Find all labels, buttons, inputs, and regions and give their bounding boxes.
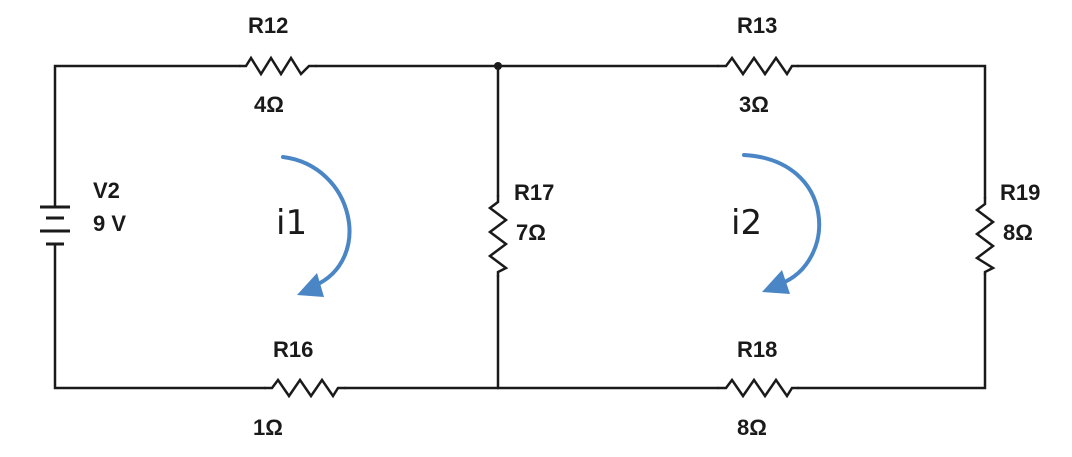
loop-arrow-i2-head <box>762 270 790 294</box>
resistor-r16 <box>263 377 347 399</box>
r18-value-label: 8Ω <box>737 415 767 440</box>
wire-top-left <box>53 64 501 209</box>
v2-name-label: V2 <box>93 178 120 203</box>
wire-bottom-left <box>53 242 500 390</box>
r13-name-label: R13 <box>737 13 777 38</box>
r18-name-label: R18 <box>737 337 777 362</box>
loop-arrow-i1 <box>281 155 352 297</box>
r13-value-label: 3Ω <box>739 92 769 117</box>
resistor-r17 <box>487 194 509 278</box>
junction-node <box>494 62 502 70</box>
loop-arrow-i1-head <box>297 273 324 297</box>
resistor-r13 <box>716 55 800 77</box>
wire-top-right <box>496 64 987 200</box>
wires <box>53 64 987 390</box>
wire-right-lower <box>496 272 987 390</box>
r16-name-label: R16 <box>273 337 313 362</box>
loop-arrow-i2-arc <box>742 153 822 286</box>
resistor-r19 <box>974 196 996 276</box>
r19-name-label: R19 <box>1000 180 1040 205</box>
resistor-r12 <box>238 55 318 77</box>
v2-value-label: 9 V <box>93 211 126 236</box>
r17-value-label: 7Ω <box>516 220 546 245</box>
loop-arrow-i2 <box>742 153 822 294</box>
r12-value-label: 4Ω <box>254 92 284 117</box>
loop-label-i1: i1 <box>276 203 307 243</box>
resistor-r18 <box>716 377 800 399</box>
r16-value-label: 1Ω <box>253 415 283 440</box>
r12-name-label: R12 <box>248 13 288 38</box>
loop-arrow-i1-arc <box>281 155 352 288</box>
loop-label-i2: i2 <box>731 203 762 243</box>
r19-value-label: 8Ω <box>1003 220 1033 245</box>
r17-name-label: R17 <box>514 180 554 205</box>
battery-v2 <box>40 205 70 246</box>
